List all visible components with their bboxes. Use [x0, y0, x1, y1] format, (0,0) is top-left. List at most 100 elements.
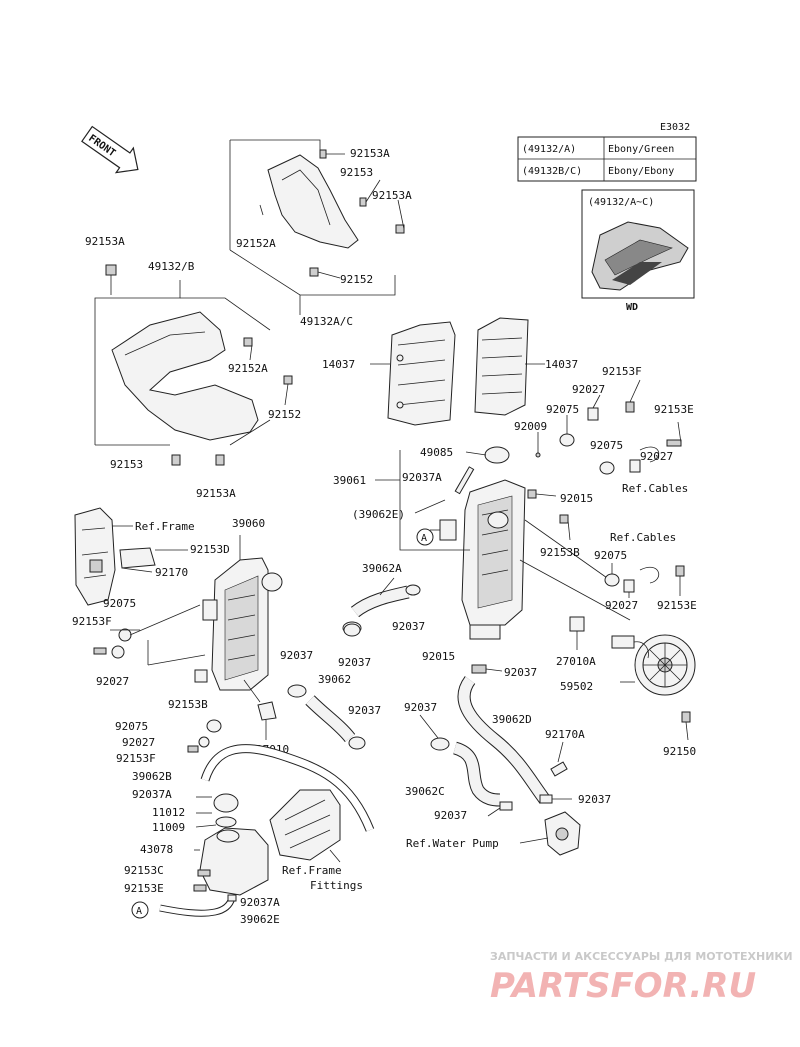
part-label: 92152A: [228, 362, 268, 375]
part-label: 92015: [422, 650, 455, 663]
hose-39062e: A: [131, 894, 237, 919]
part-label: 39062D: [492, 713, 532, 726]
part-label: Ref.Water Pump: [406, 837, 499, 850]
part-label: 92150: [663, 745, 696, 758]
part-label: 92037: [578, 793, 611, 806]
watermark: ЗАПЧАСТИ И АКСЕССУАРЫ ДЛЯ МОТОТЕХНИКИ PA…: [490, 950, 793, 1006]
part-label: 92153D: [190, 543, 230, 556]
part-label: 92027: [605, 599, 638, 612]
reservoir-tank: [193, 793, 269, 896]
radiator-guard-right: [474, 317, 545, 416]
sensor-27010a: [471, 616, 585, 674]
part-label: 92075: [546, 403, 579, 416]
left-small-parts: [93, 604, 361, 698]
water-pump-fragment: [519, 811, 581, 856]
right-small-parts-2: [604, 563, 685, 598]
part-label: Ref.Frame: [282, 864, 342, 877]
part-label: 92153B: [168, 698, 208, 711]
hose-39062b: [200, 744, 375, 832]
part-label: 92153B: [540, 546, 580, 559]
part-label: 92152A: [236, 237, 276, 250]
part-label: 39062C: [405, 785, 445, 798]
part-label: 92075: [594, 549, 627, 562]
part-label: 92152: [340, 273, 373, 286]
part-label: 39062: [318, 673, 351, 686]
part-label: 92037A: [132, 788, 172, 801]
part-label: 92153: [110, 458, 143, 471]
frame-fragment: [74, 507, 188, 606]
part-label: 39062B: [132, 770, 172, 783]
part-label: 43078: [140, 843, 173, 856]
part-label: Fittings: [310, 879, 363, 892]
hose-39062c: [419, 714, 572, 817]
part-label: Ref.Frame: [135, 520, 195, 533]
right-small-parts: [465, 379, 682, 475]
part-label: 92075: [103, 597, 136, 610]
part-label: 92037A: [402, 471, 442, 484]
part-label: 92037: [348, 704, 381, 717]
front-arrow-icon: FRONT: [81, 125, 139, 174]
inset-footer: WD: [626, 302, 638, 313]
hose-39062: [305, 695, 366, 750]
part-label: 14037: [322, 358, 355, 371]
callout-letter: A: [421, 533, 427, 544]
part-label: 92009: [514, 420, 547, 433]
part-label: 39062E: [240, 913, 280, 926]
part-label: 92152: [268, 408, 301, 421]
part-label: 11009: [152, 821, 185, 834]
part-label: 92153: [340, 166, 373, 179]
part-label: (39062E): [352, 508, 405, 521]
color-table-code: (49132/A): [522, 144, 576, 155]
part-label: 49132/B: [148, 260, 195, 273]
part-label: 92037: [392, 620, 425, 633]
shroud-b-group: [94, 264, 293, 466]
part-label: 92153E: [657, 599, 697, 612]
part-label: 92153A: [372, 189, 412, 202]
callout-a-icon: A: [416, 528, 434, 546]
part-label: 39060: [232, 517, 265, 530]
part-label: 92170A: [545, 728, 585, 741]
radiator-left: [202, 535, 283, 691]
inset-box: (49132/A~C) WD: [581, 189, 695, 313]
cooling-fan: [611, 634, 696, 741]
part-label: 49132A/C: [300, 315, 353, 328]
part-label: 92037: [338, 656, 371, 669]
part-label: 92075: [590, 439, 623, 452]
part-label: 14037: [545, 358, 578, 371]
part-label: 92153F: [72, 615, 112, 628]
color-table-color: Ebony/Ebony: [608, 166, 674, 177]
part-label: 92153F: [116, 752, 156, 765]
part-label: 59502: [560, 680, 593, 693]
part-label: 92153E: [654, 403, 694, 416]
part-label: 49085: [420, 446, 453, 459]
tank-bracket: [269, 789, 341, 863]
lower-left-parts: [187, 679, 277, 753]
part-label: Ref.Cables: [610, 531, 676, 544]
watermark-logo: PARTSFOR.RU: [490, 966, 756, 1006]
inset-title: (49132/A~C): [588, 197, 654, 208]
part-label: 92037: [404, 701, 437, 714]
part-label: 27010A: [556, 655, 596, 668]
part-label: 92153C: [124, 864, 164, 877]
radiator-guard-left: [370, 321, 456, 426]
part-label: 92153A: [85, 235, 125, 248]
part-label: 92027: [640, 450, 673, 463]
part-label: 92037: [504, 666, 537, 679]
part-label: 92153A: [196, 487, 236, 500]
part-label: 92153F: [602, 365, 642, 378]
part-label: 92027: [96, 675, 129, 688]
part-label: 92153E: [124, 882, 164, 895]
color-table-code: (49132B/C): [522, 166, 582, 177]
part-label: 92075: [115, 720, 148, 733]
callout-letter: A: [136, 906, 142, 917]
part-label: 92037A: [240, 896, 280, 909]
color-table-color: Ebony/Green: [608, 144, 674, 155]
shroud-ac-group: [229, 139, 405, 315]
shroud-left-part: [111, 311, 259, 441]
part-label: 92027: [572, 383, 605, 396]
part-label: 92153A: [350, 147, 390, 160]
part-label: 39062A: [362, 562, 402, 575]
part-label: 92170: [155, 566, 188, 579]
part-label: 92027: [122, 736, 155, 749]
